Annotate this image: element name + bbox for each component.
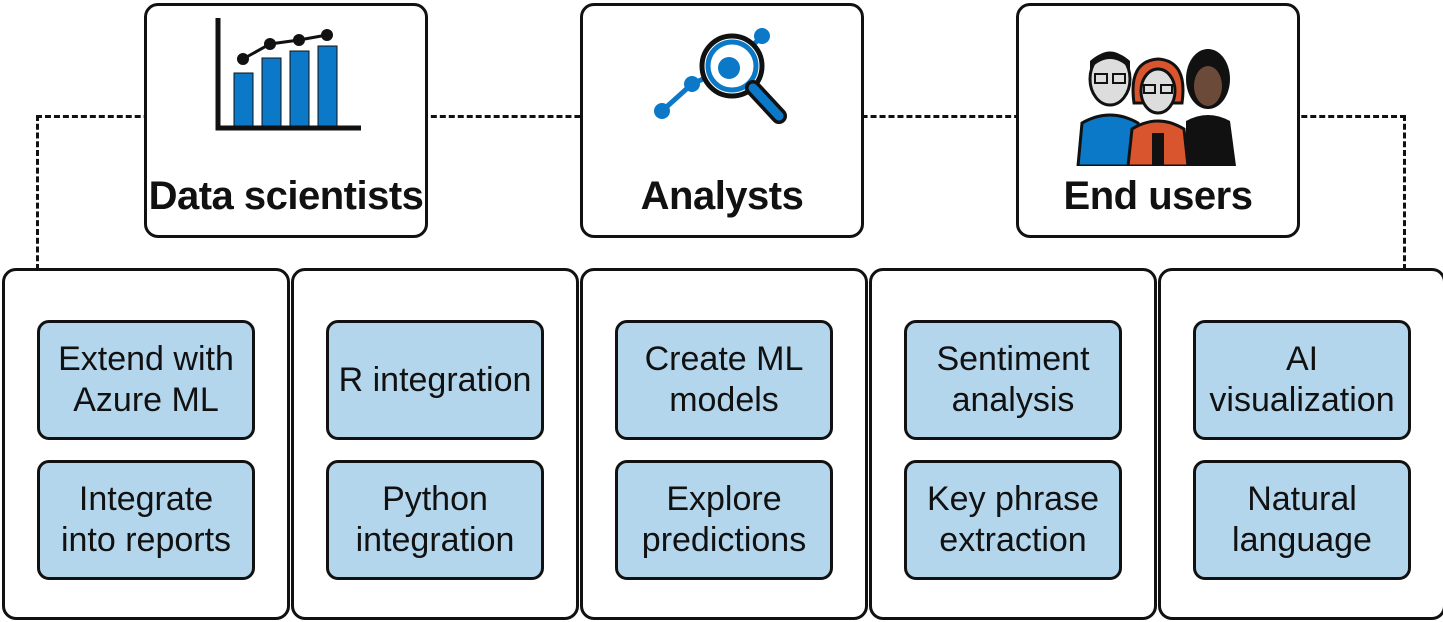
- role-title: End users: [1063, 174, 1253, 218]
- dashed-connector-right: [1403, 115, 1406, 270]
- feature-r-integration: R integration: [326, 320, 544, 440]
- role-analysts: Analysts: [580, 3, 864, 238]
- dashed-connector-left: [36, 115, 39, 270]
- role-data-scientists: Data scientists: [144, 3, 428, 238]
- role-end-users: End users: [1016, 3, 1300, 238]
- role-title: Analysts: [640, 174, 804, 218]
- bar-chart-icon: [215, 18, 361, 131]
- people-group-icon: [1076, 49, 1236, 166]
- role-title: Data scientists: [148, 174, 424, 218]
- magnifier-trend-icon: [654, 28, 787, 124]
